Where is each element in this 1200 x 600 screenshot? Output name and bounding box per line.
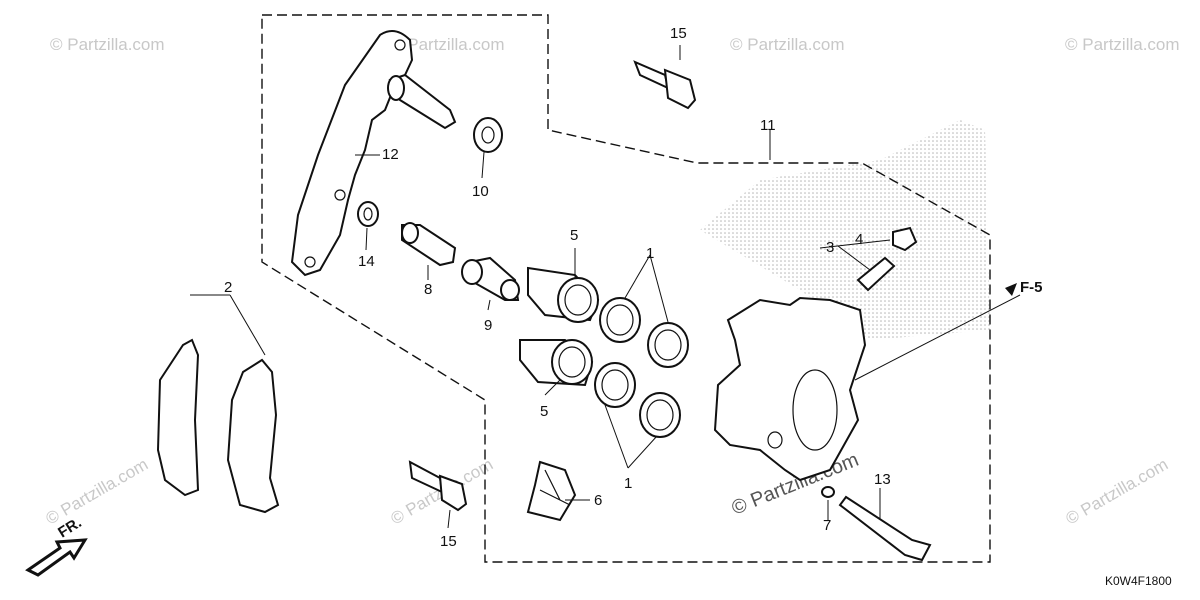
watermark-bl: © Partzilla.com: [43, 455, 152, 529]
watermark-tr1: © Partzilla.com: [730, 35, 845, 54]
brake-pads-2: [156, 338, 280, 514]
bleeder-cap-4: [892, 226, 918, 252]
pin-bolt-8: [401, 222, 457, 267]
caliper-bracket-12: [290, 30, 414, 277]
callout-9: 9: [484, 317, 492, 334]
callout-15-bottom: 15: [440, 533, 457, 550]
reference-arrowhead: [1005, 283, 1017, 296]
callout-3: 3: [826, 239, 834, 256]
bleeder-screw-3: [856, 256, 896, 292]
callout-11: 11: [760, 117, 776, 134]
bolt-15-bottom: [408, 460, 468, 512]
callout-5-lower: 5: [540, 403, 548, 420]
callout-8: 8: [424, 281, 432, 298]
callout-1-upper: 1: [646, 245, 654, 262]
caliper-body-11: [713, 296, 867, 482]
callout-2: 2: [224, 279, 232, 296]
bracket-pin: [387, 73, 457, 130]
callout-10: 10: [472, 183, 489, 200]
piston-5-lower: [519, 339, 594, 387]
callout-7: 7: [823, 517, 831, 534]
bolt-15-top: [633, 60, 697, 110]
callout-15-top: 15: [670, 25, 687, 42]
watermark-tm: © Partzilla.com: [390, 35, 505, 54]
callout-13: 13: [874, 471, 891, 488]
watermark-br: © Partzilla.com: [1063, 455, 1172, 529]
washer-7: [821, 486, 835, 498]
callout-4: 4: [855, 231, 863, 248]
watermarks: © Partzilla.com © Partzilla.com © Partzi…: [43, 35, 1180, 528]
callout-1-lower: 1: [624, 475, 632, 492]
pad-spring-6: [526, 460, 577, 522]
diagram-code: K0W4F1800: [1105, 574, 1172, 588]
callout-12: 12: [382, 146, 399, 163]
watermark-tr2: © Partzilla.com: [1065, 35, 1180, 54]
leader-lines: [190, 45, 1021, 529]
piston-5-upper: [527, 266, 600, 323]
pin-bolt-9: [461, 256, 520, 301]
boot-10: [473, 117, 503, 153]
callouts: 1 1 2 3 4 5 5 6 7 8 9 10 11 12 13 14 15 …: [224, 25, 891, 550]
boot-14: [357, 201, 379, 227]
pad-pin-13: [838, 495, 932, 562]
callout-5-upper: 5: [570, 227, 578, 244]
watermark-tl: © Partzilla.com: [50, 35, 165, 54]
piston-seals-1: [594, 297, 689, 438]
caliper-shading: [700, 120, 990, 340]
callout-6: 6: [594, 492, 602, 509]
reference-label: F-5: [1020, 279, 1043, 296]
callout-14: 14: [358, 253, 375, 270]
assembly-outline: [261, 14, 991, 563]
